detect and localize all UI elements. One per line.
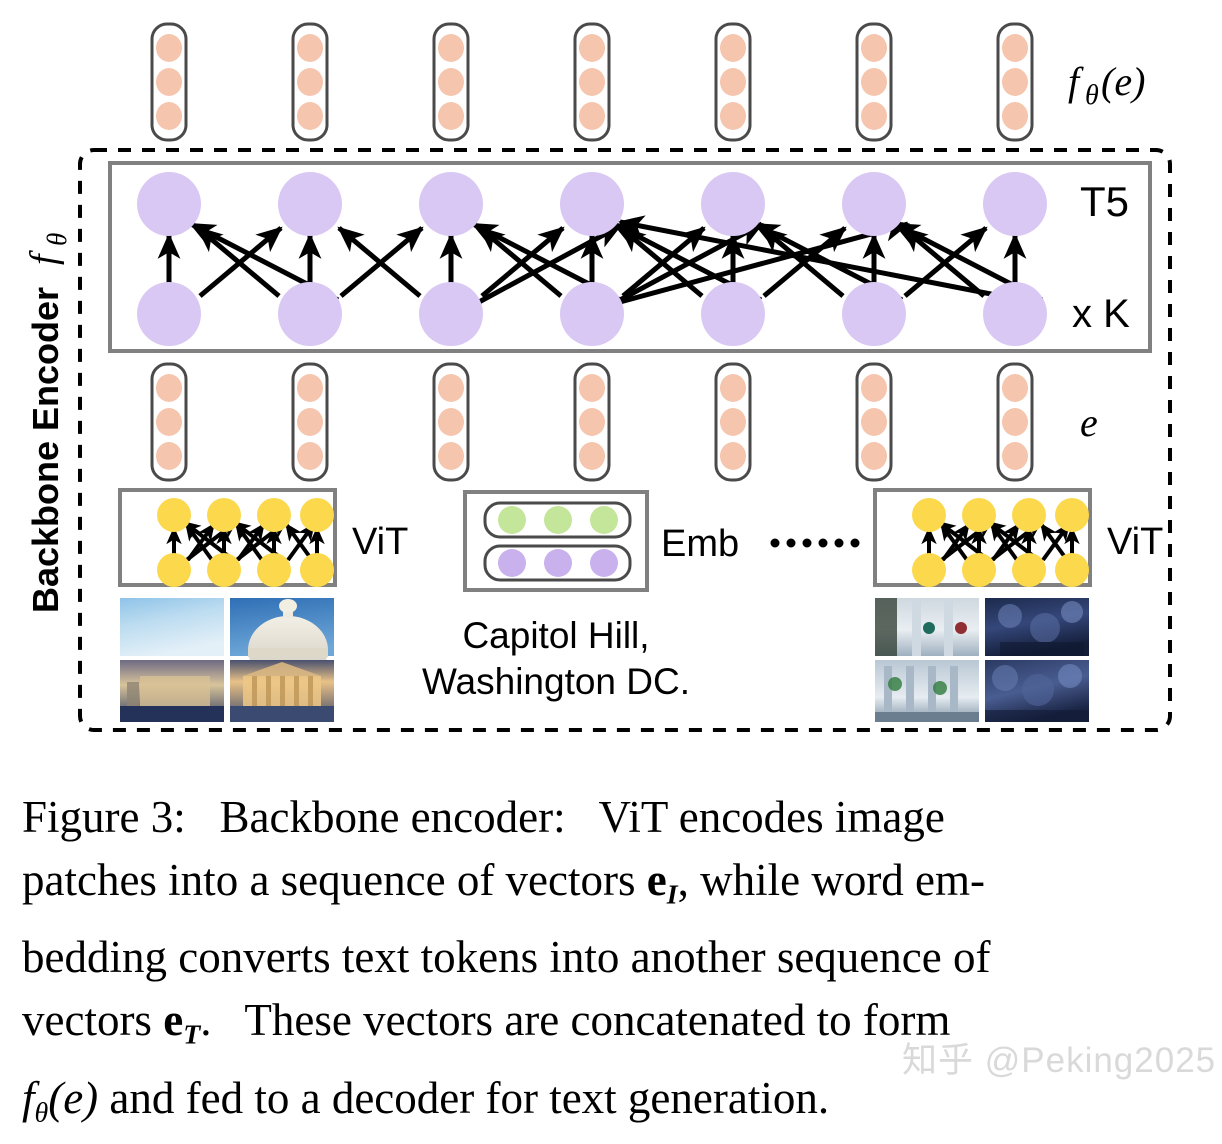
embedding-vector-capsule xyxy=(996,362,1034,482)
building-night-detail-left xyxy=(120,676,224,722)
caption-line-2: patches into a sequence of vectors eI, w… xyxy=(22,855,986,911)
t5-repeat-label: x K xyxy=(1072,292,1130,336)
vit-label-right: ViT xyxy=(1107,521,1163,563)
backbone-encoder-label-theta: θ xyxy=(42,233,72,246)
vit-upper-node-row-right xyxy=(912,498,1089,532)
tree-detail-2 xyxy=(985,664,1089,722)
columns-detail xyxy=(875,666,979,722)
t5-lower-node-row xyxy=(137,282,1047,346)
backbone-encoder-label: Backbone Encoder f θ xyxy=(23,233,72,613)
embedding-vector-capsule xyxy=(150,362,188,482)
image-patch-grid-right xyxy=(875,598,1089,722)
backbone-encoder-dashed-boundary xyxy=(78,148,1172,732)
t5-label: T5 xyxy=(1080,178,1129,225)
embedding-vector-capsule xyxy=(573,362,611,482)
capitol-night-detail xyxy=(230,662,334,722)
output-label-arg: (e) xyxy=(1101,59,1145,104)
t5-block: T5 x K xyxy=(108,161,1152,353)
vit-lower-node-row-right xyxy=(912,553,1089,587)
tree-night-detail xyxy=(998,601,1084,656)
output-label-theta: θ xyxy=(1085,80,1099,111)
caption-line-5: fθ(e) and fed to a decoder for text gene… xyxy=(22,1072,830,1129)
t5-upper-node-row xyxy=(137,172,1047,236)
output-vector-row xyxy=(150,22,1034,142)
vit-upper-node-row-left xyxy=(157,498,334,532)
output-vector-capsule xyxy=(291,22,329,142)
output-vector-capsule xyxy=(855,22,893,142)
figure-caption: Figure 3: Backbone encoder: ViT encodes … xyxy=(22,786,1207,1144)
caption-line-1: Figure 3: Backbone encoder: ViT encodes … xyxy=(22,792,945,842)
t5-attention-arrows xyxy=(157,215,1044,305)
figure-3-container: Backbone Encoder f θ xyxy=(22,22,1215,1128)
ellipsis-dots xyxy=(770,538,860,548)
output-label-f-theta-e: f θ (e) xyxy=(1068,59,1145,111)
output-vector-capsule xyxy=(714,22,752,142)
backbone-encoder-label-text: Backbone Encoder xyxy=(25,287,66,613)
caption-line-4: vectors eT. These vectors are concatenat… xyxy=(22,995,951,1051)
vit-block-left: ViT xyxy=(118,488,408,587)
text-prompt-line-1: Capitol Hill, xyxy=(462,615,649,656)
output-vector-capsule xyxy=(150,22,188,142)
emb-row-image-tokens xyxy=(483,501,632,539)
vit-label-left: ViT xyxy=(352,521,408,563)
emb-block: Emb xyxy=(463,490,739,592)
vit-lower-node-row-left xyxy=(157,553,334,587)
text-prompt: Capitol Hill, Washington DC. xyxy=(422,615,690,702)
embedding-label-e: e xyxy=(1080,400,1098,445)
white-house-detail xyxy=(875,598,967,656)
backbone-encoder-label-f: f xyxy=(23,250,65,265)
text-prompt-line-2: Washington DC. xyxy=(422,661,690,702)
embedding-vector-capsule xyxy=(714,362,752,482)
emb-label: Emb xyxy=(661,523,739,565)
embedding-vector-capsule xyxy=(291,362,329,482)
output-label-f: f xyxy=(1068,59,1084,104)
vit-block-right: ViT xyxy=(873,488,1163,587)
output-vector-capsule xyxy=(432,22,470,142)
image-patch-grid-left xyxy=(120,598,334,722)
output-vector-capsule xyxy=(573,22,611,142)
output-vector-capsule xyxy=(996,22,1034,142)
embedding-vector-capsule xyxy=(855,362,893,482)
emb-row-text-tokens xyxy=(483,544,632,582)
backbone-encoder-diagram: Backbone Encoder f θ xyxy=(23,22,1172,732)
embedding-vector-capsule xyxy=(432,362,470,482)
embedding-vector-row xyxy=(150,362,1034,482)
caption-line-3: bedding converts text tokens into anothe… xyxy=(22,932,991,983)
